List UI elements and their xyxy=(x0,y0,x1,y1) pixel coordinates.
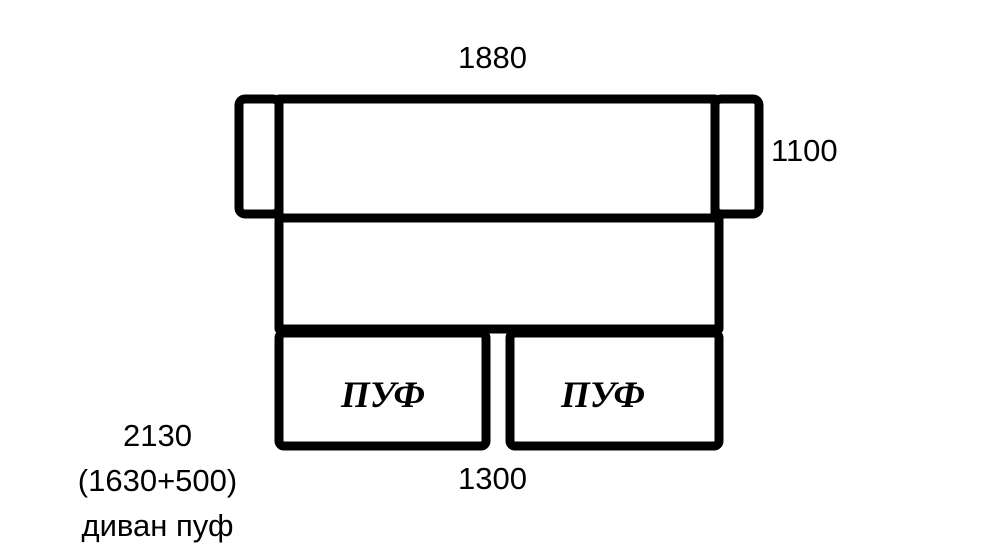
right-depth-label: 1100 xyxy=(771,133,838,168)
pouf-right-label: ПУФ xyxy=(560,375,646,416)
length-formula-label: (1630+500) xyxy=(77,463,238,498)
right-armrest xyxy=(710,94,764,219)
pouf-left-label: ПУФ xyxy=(340,375,426,416)
sofa-seat xyxy=(274,213,724,334)
length-note: 2130 (1630+500) диван пуф xyxy=(50,413,265,548)
sofa-backrest xyxy=(274,94,720,223)
bottom-width-label: 1300 xyxy=(458,461,527,496)
sofa-pouf-caption: диван пуф xyxy=(81,508,234,543)
pouf-left xyxy=(274,328,491,451)
pouf-right xyxy=(505,328,724,451)
left-armrest xyxy=(234,94,284,219)
top-width-label: 1880 xyxy=(458,40,527,75)
total-length-label: 2130 xyxy=(123,418,192,453)
